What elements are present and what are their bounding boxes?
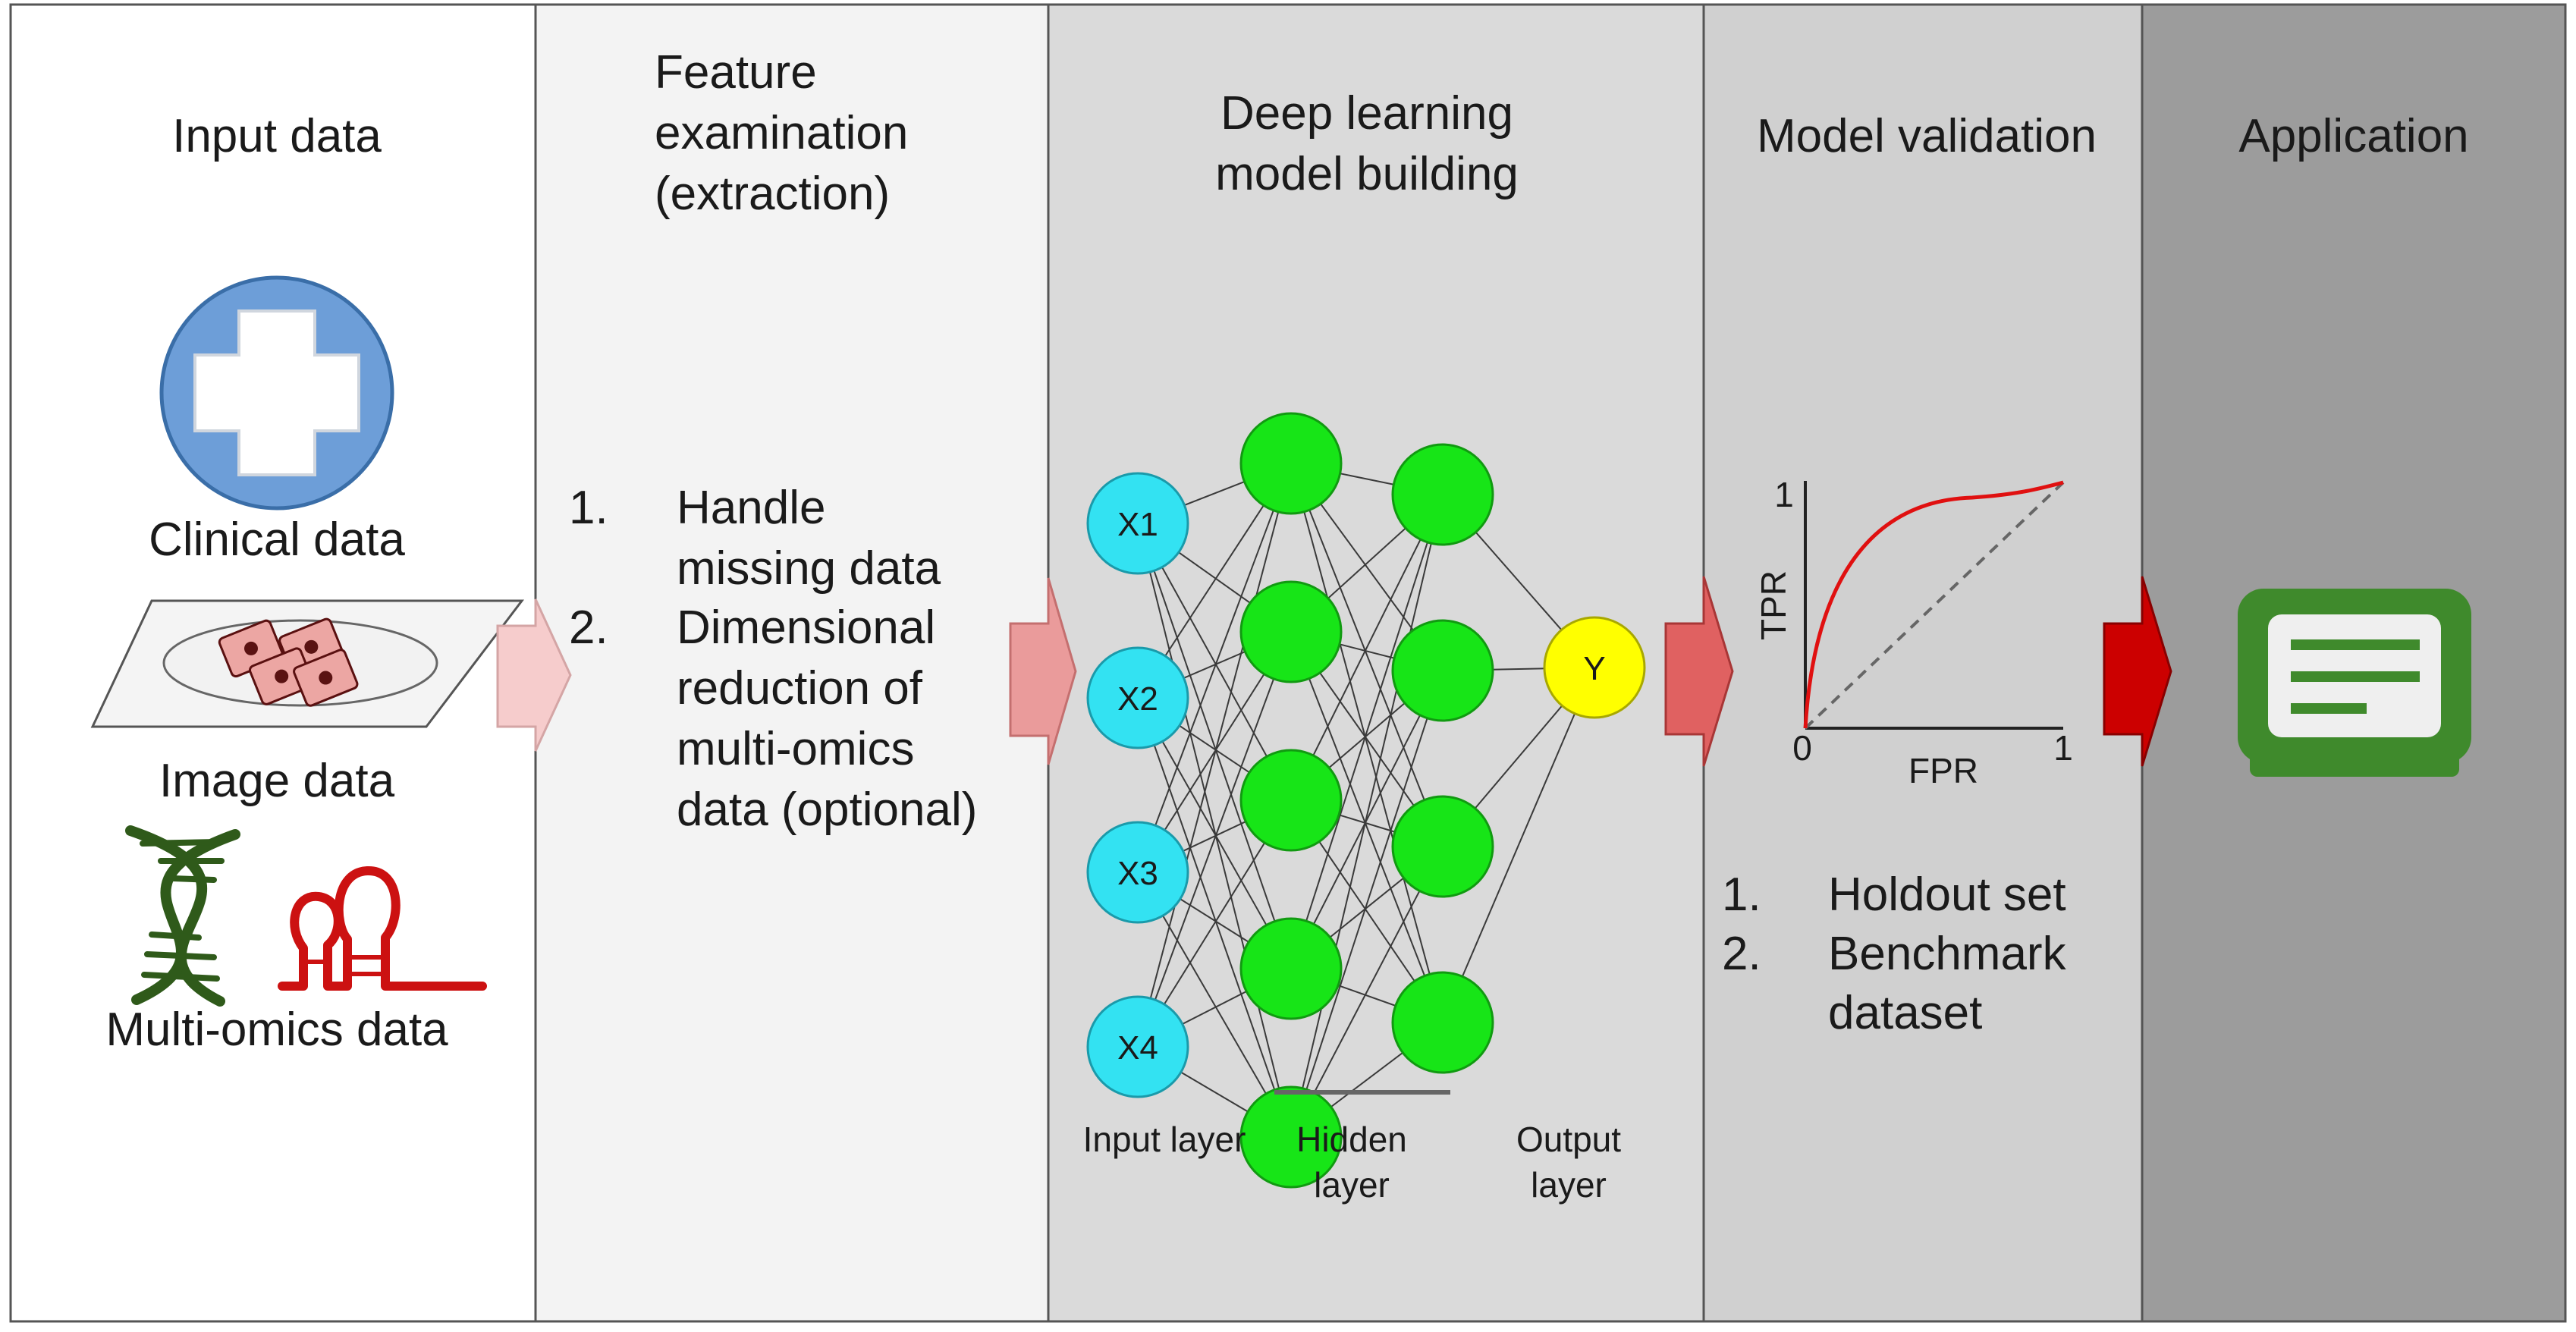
feature-item-2-line1: Dimensional (677, 602, 935, 654)
feature-panel-title-line2: examination (655, 107, 908, 159)
medical-cross-icon (159, 275, 394, 510)
input-node-label-4: X4 (1117, 1029, 1158, 1067)
validation-item-2-line1: Benchmark (1828, 928, 2067, 980)
input-node-1: X1 (1086, 472, 1189, 575)
connection-l1-3-0 (1290, 494, 1444, 969)
arrow-feature-to-model (1009, 577, 1077, 765)
roc-x-axis-label: FPR (1908, 751, 1978, 790)
roc-curve-chart: 1 TPR 0 FPR 1 (1754, 475, 2073, 790)
feature-item-2-line2: reduction of (677, 662, 923, 715)
input-node-4: X4 (1086, 995, 1189, 1098)
hidden-layer-label-line2: layer (1314, 1165, 1390, 1205)
connection-l2-3-0 (1442, 667, 1595, 1023)
feature-item-2-number: 2. (569, 602, 608, 654)
output-layer-label-line2: layer (1531, 1165, 1607, 1205)
input-layer-label: Input layer (1083, 1120, 1246, 1159)
hidden-layer-label-line1: Hidden (1296, 1120, 1407, 1159)
clinical-data-label: Clinical data (149, 514, 405, 566)
validation-item-1-number: 1. (1722, 869, 1761, 921)
connection-l0-0-3 (1137, 523, 1292, 969)
arrow-validation-to-application (2103, 576, 2172, 767)
output-node-label-1: Y (1583, 650, 1605, 687)
panel-feature (534, 3, 1050, 1323)
connection-l0-1-4 (1137, 697, 1292, 1138)
feature-item-2-line4: data (optional) (677, 784, 977, 836)
roc-y-axis-label: TPR (1754, 570, 1793, 640)
input-node-label-1: X1 (1117, 506, 1158, 543)
application-panel-title: Application (2238, 110, 2468, 162)
hidden-1-node-4 (1239, 917, 1343, 1020)
hidden-1-node-1 (1239, 412, 1343, 515)
connection-l0-0-4 (1137, 523, 1292, 1138)
hidden-1-node-5 (1239, 1085, 1343, 1189)
arrow-input-to-feature (496, 598, 572, 752)
hidden-2-node-1 (1391, 443, 1494, 546)
monitor-document-icon (2238, 589, 2471, 777)
hidden-2-node-2 (1391, 619, 1494, 722)
microscope-slide-icon (90, 599, 525, 728)
dna-helix-icon (125, 825, 240, 1007)
validation-item-2-number: 2. (1722, 928, 1761, 980)
hidden-1-node-3 (1239, 749, 1343, 852)
connection-l1-0-3 (1290, 463, 1444, 1023)
rna-hairpin-icon (278, 865, 487, 991)
feature-panel-title-line3: (extraction) (655, 168, 890, 220)
roc-x-max-label: 1 (2053, 728, 2073, 768)
roc-origin-label: 0 (1792, 728, 1812, 768)
validation-item-1-line1: Holdout set (1828, 869, 2066, 921)
multi-omics-data-label: Multi-omics data (105, 1004, 448, 1056)
connection-l1-0-2 (1290, 463, 1444, 847)
image-data-label: Image data (159, 755, 395, 807)
input-node-2: X2 (1086, 646, 1189, 749)
connection-l0-2-0 (1137, 463, 1292, 873)
input-panel-title: Input data (172, 110, 382, 162)
model-panel-title-line1: Deep learning (1220, 87, 1513, 140)
roc-curve (1803, 480, 2064, 729)
connection-l0-3-0 (1137, 463, 1292, 1048)
connection-l1-4-0 (1290, 494, 1444, 1138)
model-panel-title-line2: model building (1215, 148, 1519, 200)
connection-l1-1-3 (1290, 631, 1444, 1023)
hidden-1-node-2 (1239, 580, 1343, 683)
feature-item-1-number: 1. (569, 482, 608, 534)
connection-l0-0-2 (1137, 523, 1292, 801)
output-node-1: Y (1543, 616, 1646, 719)
hidden-2-node-4 (1391, 971, 1494, 1074)
validation-panel-title: Model validation (1757, 110, 2097, 162)
connection-l0-3-1 (1137, 631, 1292, 1048)
feature-item-1-line2: missing data (677, 542, 941, 595)
hidden-2-node-3 (1391, 795, 1494, 898)
arrow-model-to-validation (1664, 576, 1734, 767)
feature-item-1-line1: Handle (677, 482, 825, 534)
connection-l0-1-3 (1137, 697, 1292, 969)
roc-y-max-label: 1 (1774, 475, 1794, 514)
input-node-label-2: X2 (1117, 680, 1158, 718)
feature-item-2-line3: multi-omics (677, 723, 914, 775)
connection-l1-4-2 (1290, 846, 1444, 1138)
connection-l1-3-1 (1290, 670, 1444, 969)
roc-diagonal (1804, 481, 2065, 730)
connection-l1-2-0 (1290, 494, 1444, 801)
validation-item-2-line2: dataset (1828, 987, 1982, 1039)
feature-panel-title-line1: Feature (655, 46, 817, 99)
connection-l1-4-1 (1290, 670, 1444, 1138)
panel-validation (1702, 3, 2144, 1323)
input-node-3: X3 (1086, 821, 1189, 924)
input-node-label-3: X3 (1117, 855, 1158, 892)
output-layer-label-line1: Output (1516, 1120, 1621, 1159)
